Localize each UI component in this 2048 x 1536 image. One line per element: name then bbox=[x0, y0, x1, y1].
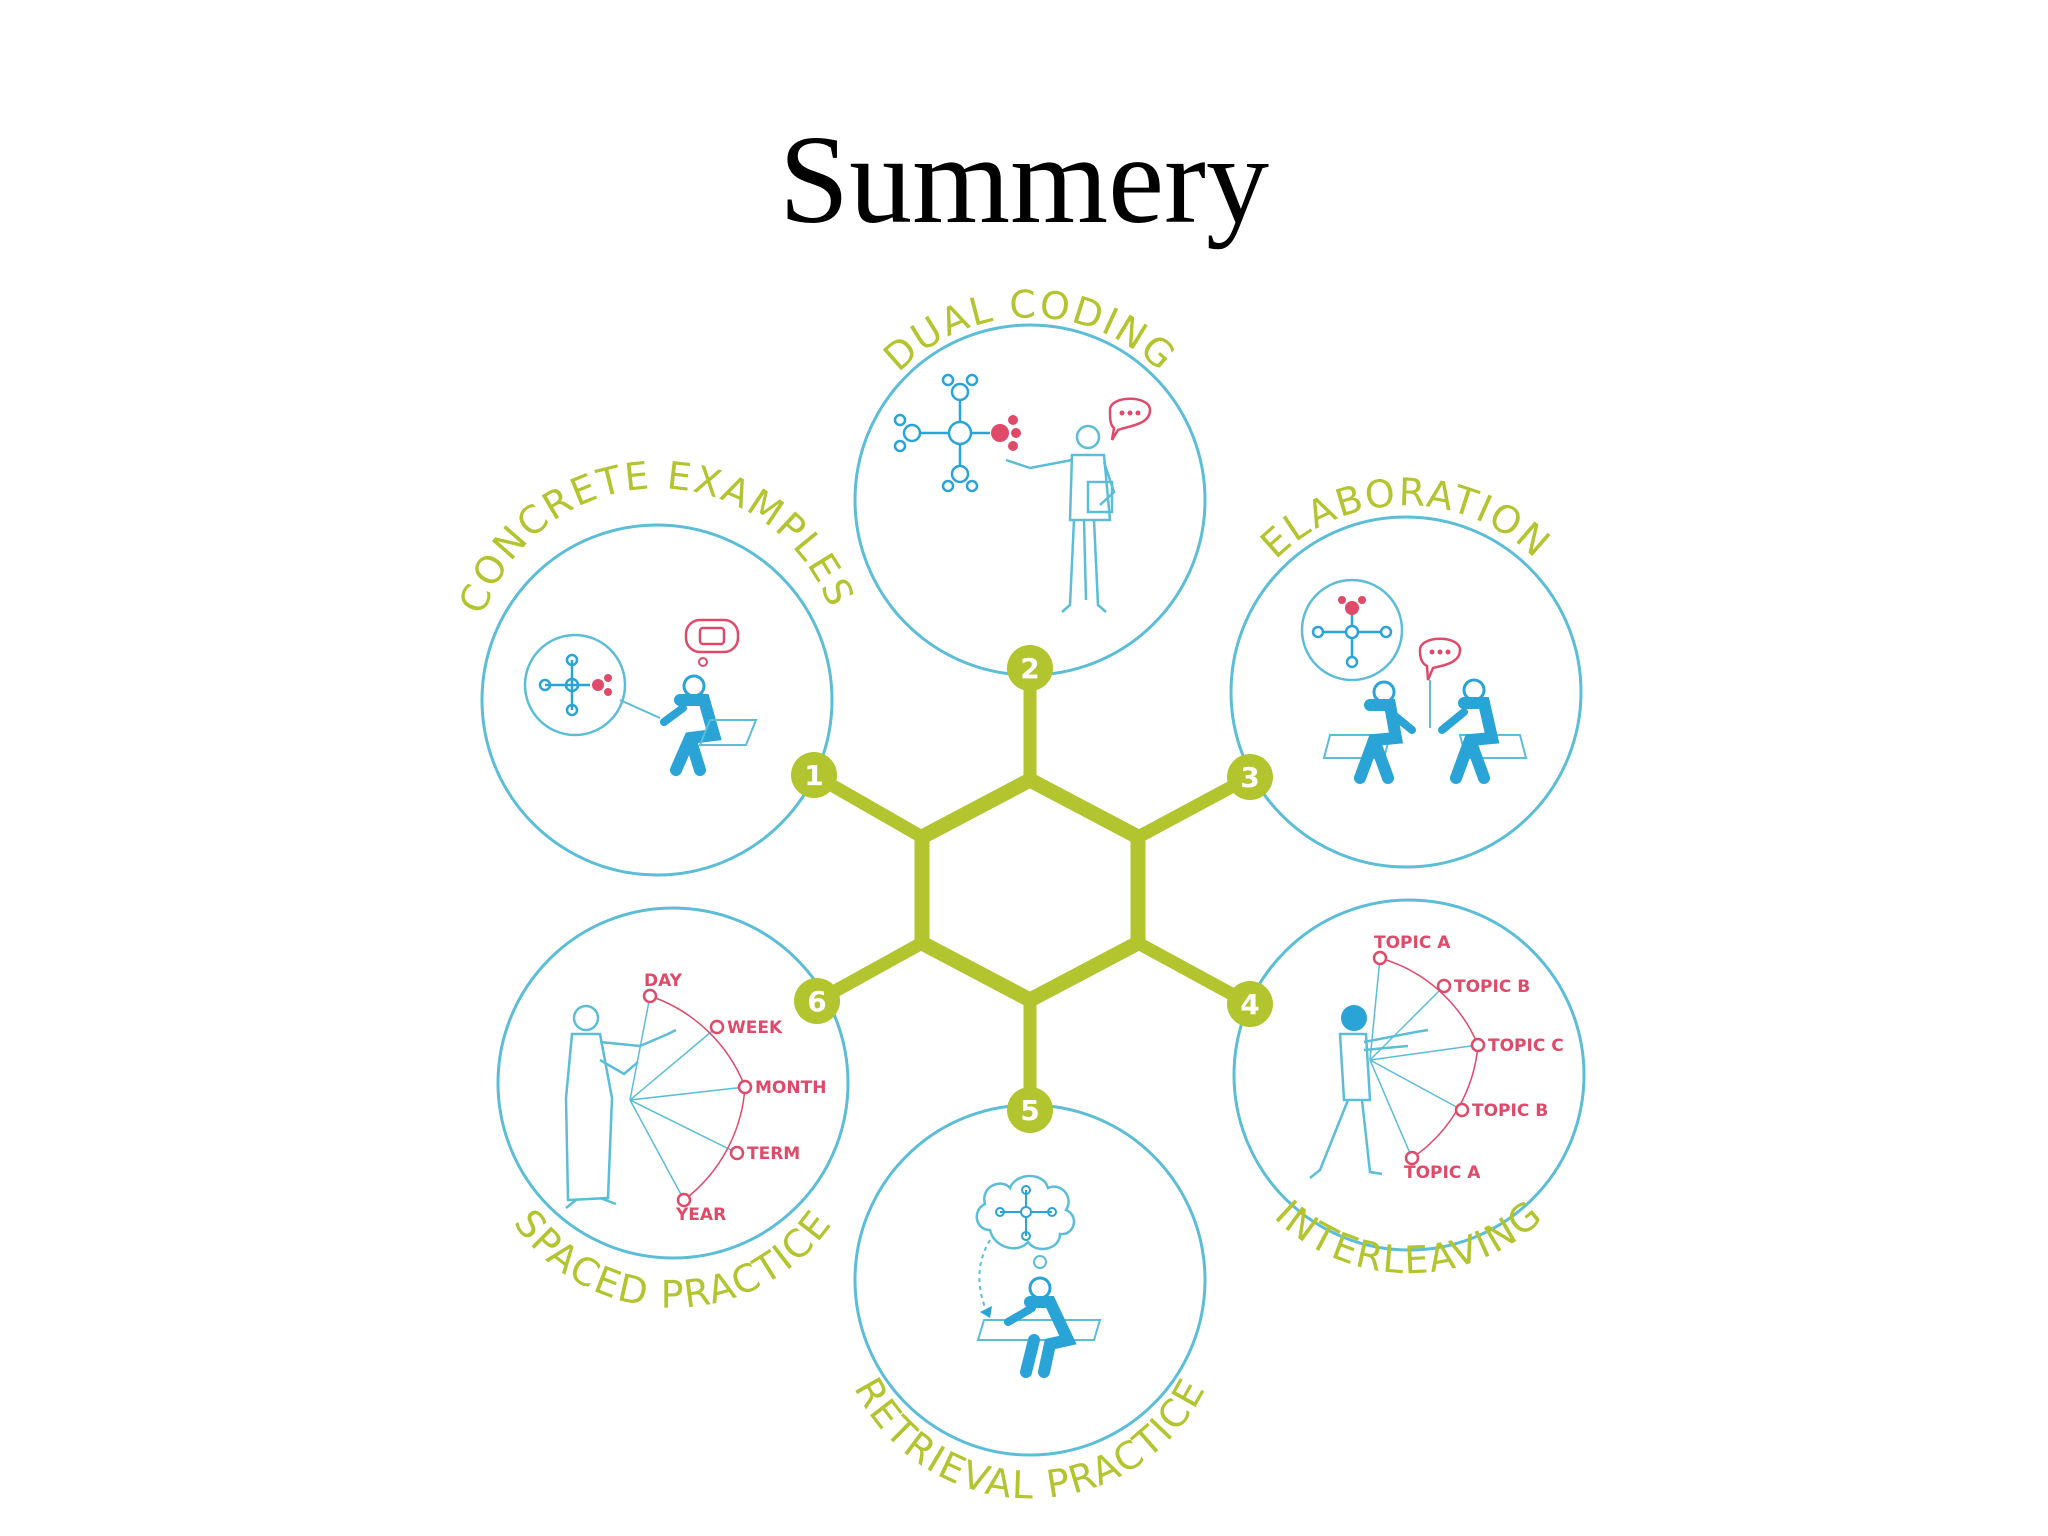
central-hexagon bbox=[914, 772, 1146, 1008]
badge-4: 4 bbox=[1227, 981, 1273, 1027]
interval-label: TERM bbox=[747, 1144, 800, 1164]
topic-label: TOPIC B bbox=[1454, 977, 1530, 997]
svg-text:3: 3 bbox=[1240, 761, 1259, 794]
retrieval-practice-circle bbox=[853, 1103, 1207, 1457]
svg-text:4: 4 bbox=[1240, 988, 1259, 1021]
svg-text:1: 1 bbox=[804, 759, 823, 792]
two-students-discussion-icon bbox=[1300, 578, 1528, 784]
topic-label: TOPIC C bbox=[1488, 1036, 1564, 1056]
interval-marker bbox=[642, 988, 658, 1004]
teacher-diagram-icon bbox=[893, 373, 1152, 613]
svg-text:6: 6 bbox=[807, 985, 826, 1018]
topic-label: TOPIC A bbox=[1374, 933, 1451, 953]
interleaving-circle bbox=[1232, 898, 1586, 1252]
interval-marker bbox=[709, 1019, 725, 1035]
student-desk-thinking-icon bbox=[523, 618, 758, 776]
topic-label: TOPIC A bbox=[1404, 1163, 1481, 1183]
badge-2: 2 bbox=[1007, 645, 1053, 691]
topic-marker bbox=[1372, 950, 1388, 966]
interval-label: YEAR bbox=[675, 1205, 726, 1225]
topic-marker bbox=[1436, 978, 1452, 994]
elaboration-circle bbox=[1229, 515, 1583, 869]
interval-label: DAY bbox=[644, 971, 683, 991]
interval-label: WEEK bbox=[727, 1018, 783, 1038]
interval-marker bbox=[676, 1192, 692, 1208]
badge-6: 6 bbox=[794, 978, 840, 1024]
interval-marker bbox=[737, 1079, 753, 1095]
badge-3: 3 bbox=[1227, 754, 1273, 800]
spaced-practice-circle bbox=[496, 906, 850, 1260]
person-pointing-timeline-icon: DAY WEEK MONTH TERM YEAR bbox=[564, 971, 826, 1225]
svg-text:2: 2 bbox=[1020, 652, 1039, 685]
topic-marker bbox=[1454, 1102, 1470, 1118]
hub-spokes bbox=[807, 661, 1257, 1117]
slide-title: Summery bbox=[779, 111, 1269, 250]
topic-marker bbox=[1470, 1037, 1486, 1053]
svg-text:5: 5 bbox=[1020, 1094, 1039, 1127]
topic-label: TOPIC B bbox=[1472, 1101, 1548, 1121]
interval-marker bbox=[729, 1145, 745, 1161]
badge-1: 1 bbox=[791, 752, 837, 798]
student-thought-cloud-icon bbox=[975, 1174, 1102, 1378]
interval-label: MONTH bbox=[755, 1078, 826, 1098]
topic-marker bbox=[1404, 1150, 1420, 1166]
dual-coding-circle bbox=[853, 323, 1207, 677]
concrete-examples-circle bbox=[480, 523, 834, 877]
person-pointing-topics-icon: TOPIC A TOPIC B TOPIC C TOPIC B TOPIC A bbox=[1309, 933, 1564, 1183]
badge-5: 5 bbox=[1007, 1087, 1053, 1133]
